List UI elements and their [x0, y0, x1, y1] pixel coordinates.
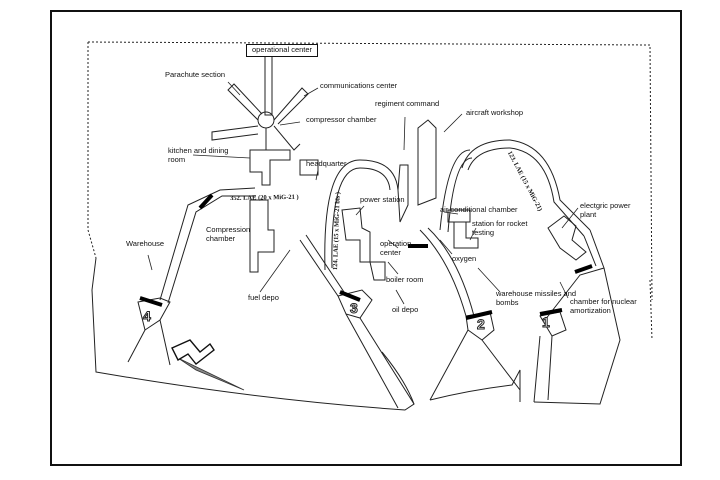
hub-arms	[211, 83, 309, 151]
taxiway-3-tail	[345, 313, 415, 409]
label-communications-center: communications center	[320, 81, 398, 90]
operational-center-building	[264, 49, 273, 116]
label-air-conditional-chamber: air conditional chamber	[440, 205, 518, 214]
outer-boundary	[87, 41, 653, 341]
rocket-testing-building	[453, 221, 479, 249]
label-warehouse: Warehouse	[126, 239, 165, 248]
label-squadron-352: 352. LAE (20 x MiG-21 )	[230, 193, 299, 202]
label-parachute-section: Parachute section	[165, 70, 226, 79]
taxiway-4	[159, 187, 256, 304]
leader-lines	[147, 81, 579, 305]
label-fuel-depo: fuel depo	[248, 293, 279, 302]
label-chamber-nuclear: chamber for nuclear amortization	[570, 297, 637, 315]
label-kitchen-dining: kitchen and dining room	[168, 146, 229, 164]
mark-352	[198, 193, 214, 210]
mark-1	[539, 308, 563, 316]
compression-building	[249, 199, 275, 273]
mark-plant	[574, 264, 593, 274]
kitchen-building	[249, 149, 291, 186]
label-operational-center: operational center	[246, 44, 319, 57]
hangar-3	[337, 289, 373, 319]
runway-number-3: 3	[350, 300, 359, 317]
label-warehouse-missiles: warehouse missiles and bombs	[496, 289, 577, 307]
mark-3	[339, 290, 361, 302]
hangar-4	[137, 297, 171, 331]
runway-marks	[139, 193, 593, 320]
label-oil-depo: oil depo	[392, 305, 419, 314]
headquarter-building	[299, 159, 319, 176]
label-station-rocket-testing: station for rocket testing	[472, 219, 528, 237]
power-station-building	[341, 207, 371, 263]
taxiway-1	[544, 229, 605, 321]
diagram-frame	[50, 10, 682, 466]
terrain-outline	[91, 257, 621, 411]
mark-2	[465, 310, 493, 320]
north-arrow	[171, 339, 245, 391]
label-operation-center: operation center	[380, 239, 412, 257]
road-124	[324, 159, 399, 271]
road-123	[461, 139, 591, 237]
label-compressor-chamber: compressor chamber	[306, 115, 377, 124]
label-power-station: power station	[360, 195, 405, 204]
mark-4	[139, 296, 163, 307]
label-headquarter: headquarter	[306, 159, 347, 168]
power-plant-building	[547, 215, 587, 261]
runway-number-1: 1	[542, 314, 551, 331]
regiment-building	[397, 164, 409, 223]
hangar-4-tail	[127, 319, 171, 366]
runway-number-4: 4	[143, 308, 152, 325]
label-oxygen: oxygen	[452, 254, 477, 263]
air-conditioning-building	[447, 209, 471, 223]
taxiway-2	[419, 227, 475, 317]
aircraft-workshop-building	[417, 119, 437, 206]
label-compression-chamber: Compression chamber	[206, 225, 251, 243]
runway-number-2: 2	[477, 316, 486, 333]
label-electric-power-plant: electgric power plant	[580, 201, 631, 219]
label-aircraft-workshop: aircraft workshop	[466, 108, 524, 117]
road-123-inner	[439, 149, 473, 233]
north-arrow-n	[171, 339, 215, 365]
taxiway-2-tail	[429, 329, 521, 401]
taxiway-1-tail	[533, 335, 553, 403]
label-regiment-command: regiment command	[375, 99, 440, 108]
boiler-building	[369, 261, 386, 281]
label-boiler-room: boiler room	[386, 275, 424, 284]
central-hub	[257, 111, 275, 129]
